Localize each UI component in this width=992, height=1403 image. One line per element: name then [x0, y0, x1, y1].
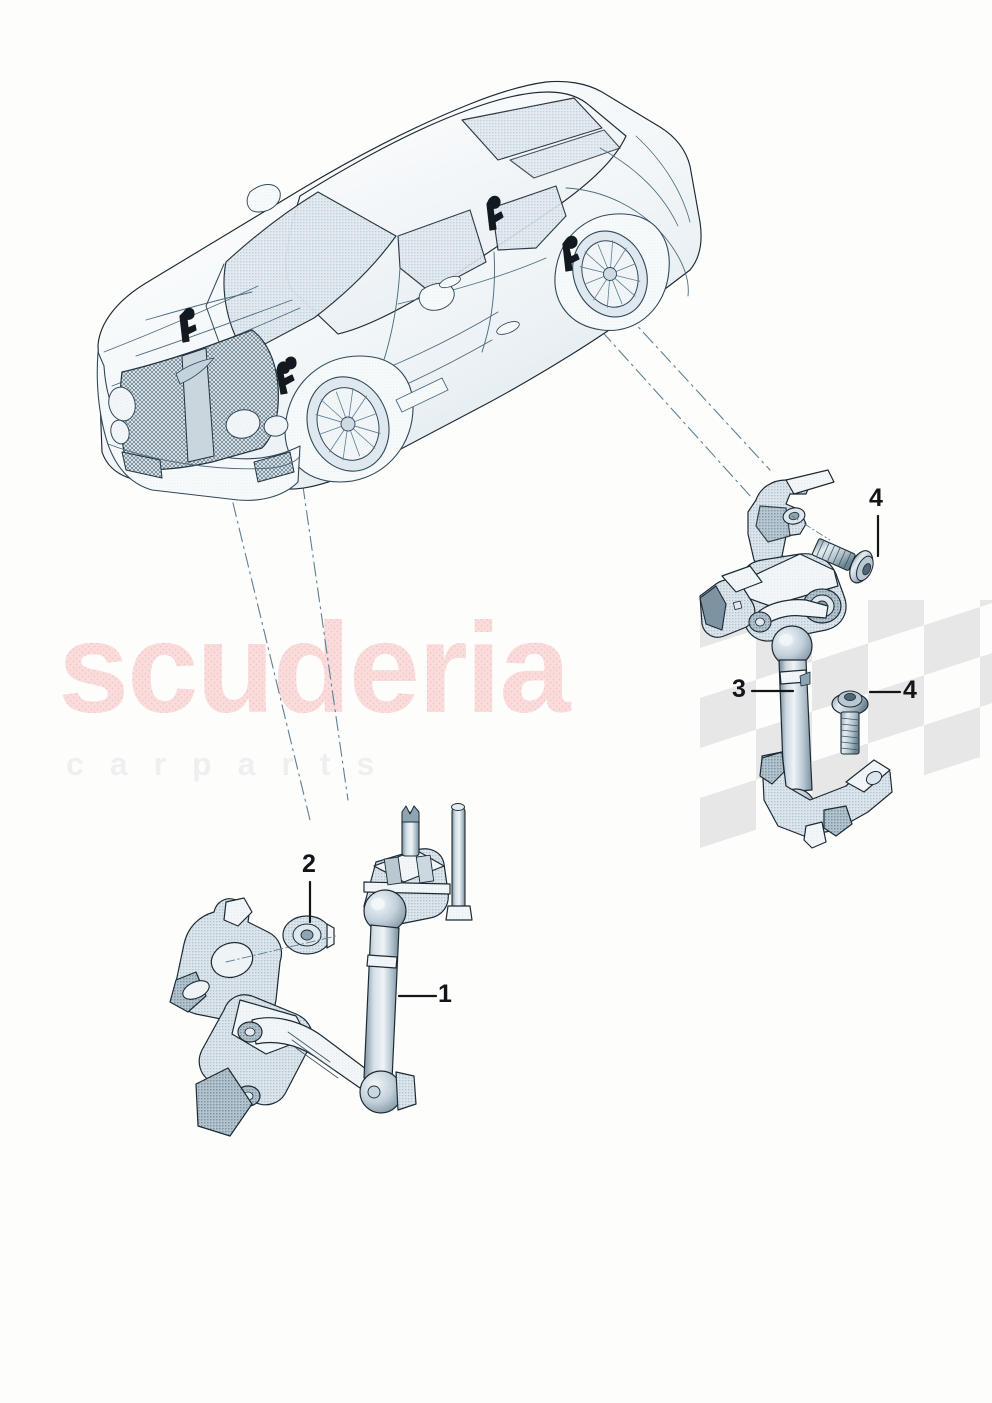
front-joint-rib-a	[383, 856, 403, 886]
vehicle-illustration	[96, 80, 702, 501]
side-window-rear	[491, 185, 567, 251]
front-side-pin-cap	[451, 803, 465, 811]
front-top-stud-crown	[401, 805, 420, 823]
rear-bolt-upper-socket	[862, 563, 872, 576]
rear-connector-tab	[732, 600, 743, 611]
front-joint-rib-b	[415, 854, 435, 884]
marker-front-left-icon	[179, 307, 197, 343]
sunroof-glass	[461, 97, 603, 161]
headlight-outer-right	[225, 409, 261, 439]
rear-bracket-hook-left	[759, 751, 785, 785]
rear-bracket-hook-right	[823, 805, 853, 837]
front-bush-axis	[225, 935, 337, 963]
rear-bracket-bolt-hole-inner	[788, 511, 800, 521]
rear-connector-shoulder	[721, 565, 763, 593]
door-shut-rear	[481, 251, 495, 353]
door-handle-front	[439, 275, 461, 289]
door-shut-front	[381, 267, 401, 367]
rear-bolt-upper-threads	[816, 539, 852, 570]
windshield	[223, 191, 397, 355]
front-balljoint-lower-stud	[367, 1085, 381, 1099]
front-balljoint-lower-clip	[395, 1071, 417, 1111]
rear-wheel-hub	[603, 267, 617, 281]
rear-bolt-lower-threads	[840, 717, 860, 751]
front-bracket-hook	[223, 897, 253, 927]
mirror-left	[246, 184, 281, 213]
rear-rod-notch	[799, 671, 811, 687]
rear-upper-bracket-arm	[785, 469, 835, 495]
front-wheel-hub	[340, 416, 356, 432]
leader-rear-arch	[572, 255, 771, 471]
rear-balljoint-upper-shade	[779, 634, 793, 646]
front-sensor-foot	[195, 1067, 253, 1137]
vehicle-sensor-markers	[179, 195, 580, 395]
marker-rear-door-icon	[486, 195, 504, 231]
rear-lever-pivot-core	[755, 617, 765, 627]
rear-haunch	[565, 187, 689, 297]
callout-label-1: 1	[438, 980, 452, 1008]
watermark-brand-text: scuderia	[58, 597, 571, 740]
lower-intake-right	[253, 451, 295, 483]
rear-lower-bracket	[761, 751, 893, 837]
rear-bolt-upper	[811, 538, 874, 584]
bonnet-badge	[175, 357, 215, 385]
headlight-outer-left	[108, 386, 136, 422]
callout-label-4-upper: 4	[869, 484, 883, 512]
body-side-crease	[397, 257, 547, 305]
front-rod-collar	[366, 954, 398, 969]
front-bush-washer-bore	[300, 929, 314, 941]
headlight-inner-right	[263, 415, 289, 437]
rear-bolt-lower-socket	[844, 693, 856, 702]
hood-edge	[103, 285, 259, 353]
rear-quarter-crease	[599, 147, 679, 227]
leader-front-lower	[287, 381, 349, 801]
front-balljoint-upper-hi	[371, 898, 385, 910]
front-bracket-main-hole	[210, 941, 254, 979]
headlight-inner-left	[110, 419, 130, 445]
rear-sensor-assembly	[699, 469, 893, 849]
rear-connecting-rod	[778, 659, 813, 793]
rear-upper-bracket-web	[755, 505, 791, 543]
front-side-pin-foot	[445, 905, 473, 921]
door-handle-rear	[496, 321, 520, 335]
front-pivot-eye-upper-core	[244, 1027, 256, 1037]
lower-intake-left	[121, 451, 163, 479]
splitter	[107, 443, 301, 470]
rear-bolt-lower	[831, 690, 869, 755]
watermark-tagline-text: carparts	[66, 746, 400, 782]
callout-label-3: 3	[732, 675, 746, 703]
rear-lower-bracket-hole	[865, 770, 883, 786]
callout-label-2: 2	[302, 850, 316, 878]
rear-connector-face	[699, 585, 727, 631]
marker-front-lower-icon	[276, 356, 297, 395]
front-sensor-assembly	[169, 803, 473, 1137]
marker-rear-arch-icon	[562, 235, 580, 272]
front-lever-ribs	[287, 1031, 339, 1079]
sunroof-glass-2	[509, 129, 621, 179]
front-bracket-slot-hole	[182, 980, 210, 1000]
cowl-line	[205, 263, 225, 357]
callout-label-4-lower: 4	[903, 676, 917, 704]
front-bush-washer-boss	[326, 923, 335, 949]
hood-crease-left	[145, 291, 253, 321]
side-skirt	[395, 377, 449, 413]
trunk-line	[635, 135, 691, 223]
rear-bracket-fork	[803, 821, 827, 849]
hood-crease-right	[135, 299, 293, 357]
